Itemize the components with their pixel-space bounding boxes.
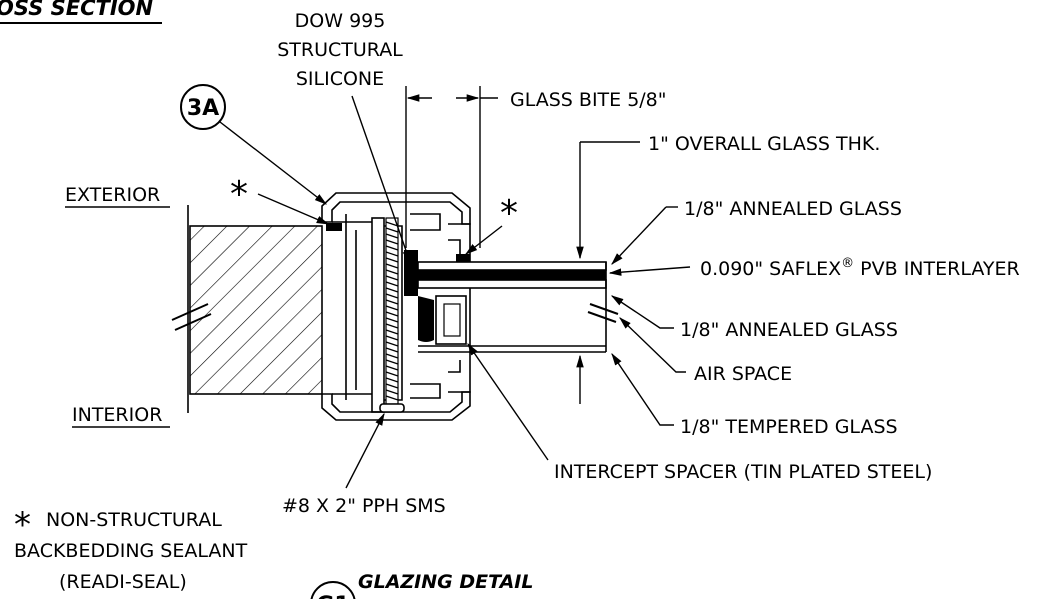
wall-substrate: [187, 205, 323, 413]
overall-thickness-label: 1" OVERALL GLASS THK.: [648, 133, 880, 155]
annealed-bottom-label: 1/8" ANNEALED GLASS: [680, 319, 898, 341]
note-asterisk: *: [14, 505, 31, 545]
saflex-leader: [608, 266, 691, 276]
silicone-fillet: [418, 296, 434, 342]
air-space-leader: [619, 317, 686, 373]
asterisk-glass: *: [500, 193, 518, 234]
section-title: OSS SECTION: [0, 0, 154, 20]
note-line3: (READI-SEAL): [59, 571, 187, 593]
detail-title: GLAZING DETAIL: [358, 571, 533, 593]
callout-bubble-label: 3A: [187, 96, 219, 121]
annealed-top-leader: [611, 206, 667, 265]
annealed-top-label: 1/8" ANNEALED GLASS: [684, 198, 902, 220]
frame-extrusion: [321, 192, 471, 421]
dow-label-line2: STRUCTURAL: [277, 39, 403, 61]
dow-label-line1: DOW 995: [295, 10, 386, 32]
overall-thickness-dimension: [576, 141, 640, 404]
screw-leader: [345, 412, 385, 489]
intercept-leader: [467, 342, 549, 461]
wall-break-mark: [171, 303, 212, 331]
intercept-label: INTERCEPT SPACER (TIN PLATED STEEL): [554, 461, 932, 483]
saflex-label: 0.090" SAFLEX® PVB INTERLAYER: [700, 256, 1020, 280]
callout-bubble: [180, 84, 226, 130]
interior-label: INTERIOR: [72, 404, 162, 426]
note-line2: BACKBEDDING SEALANT: [14, 540, 248, 562]
dow-leader: [351, 95, 411, 264]
intercept-spacer: [435, 295, 467, 345]
callout-leader: [219, 121, 327, 205]
asterisk-exterior-leader: [257, 193, 330, 225]
glass-break-mark: [587, 303, 619, 323]
dow-label-line3: SILICONE: [296, 68, 384, 90]
backbedding-sealant-bead: [326, 223, 342, 231]
annealed-bottom-leader: [610, 295, 674, 329]
screw: [379, 217, 405, 413]
screw-label: #8 X 2" PPH SMS: [282, 495, 446, 517]
glass-bite-dimension: [405, 86, 498, 248]
asterisk-glass-leader: [465, 225, 503, 255]
structural-silicone: [404, 250, 418, 296]
backbedding-sealant-bead-glass: [456, 254, 470, 264]
note-line1: NON-STRUCTURAL: [46, 509, 222, 531]
detail-tag-label: G1: [316, 593, 349, 599]
tempered-label: 1/8" TEMPERED GLASS: [680, 416, 898, 438]
annealed-glass-bottom: [417, 279, 607, 289]
glass-bite-label: GLASS BITE 5/8": [510, 89, 667, 111]
air-space-label: AIR SPACE: [694, 363, 792, 385]
annealed-glass-top: [417, 261, 607, 271]
exterior-label: EXTERIOR: [65, 184, 160, 206]
pvb-interlayer: [418, 270, 606, 280]
asterisk-exterior: *: [230, 174, 248, 215]
detail-tag-bubble: [310, 581, 356, 599]
glass-unit: [417, 261, 607, 353]
tempered-leader: [611, 352, 674, 426]
